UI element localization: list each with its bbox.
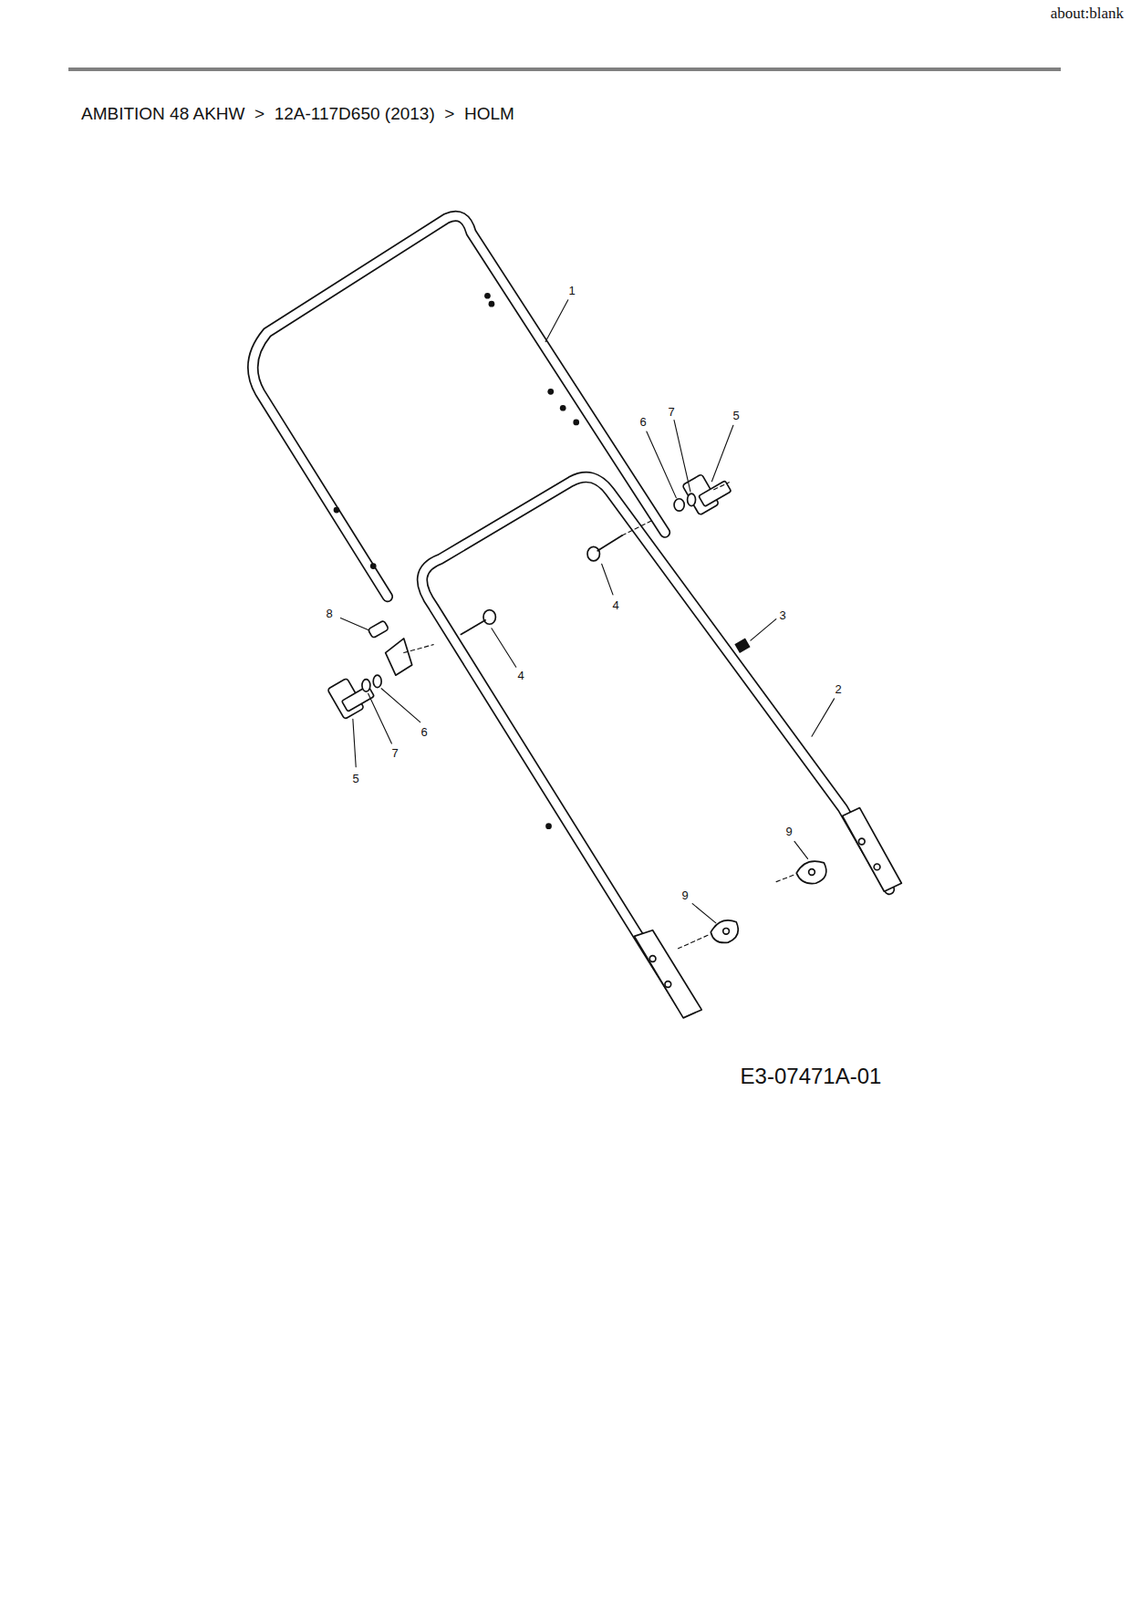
callout-number: 3 [778,609,786,622]
callout-number: 5 [732,409,739,422]
header-rule [68,67,1061,72]
page-url: about:blank [1050,5,1124,21]
breadcrumb-title: AMBITION 48 AKHW > 12A-117D650 (2013) > … [81,103,515,125]
callout-number: 5 [352,772,359,785]
callout-number: 8 [325,607,333,620]
callout-number: 9 [785,825,792,838]
callout-number: 4 [517,669,524,682]
callout-number: 2 [834,683,841,696]
callout-number: 7 [667,405,675,418]
callout-number: 4 [612,599,619,612]
callout-number: 6 [420,726,427,738]
callout-number: 7 [391,747,398,759]
callout-number: 1 [568,284,575,297]
callout-number: 9 [681,889,688,902]
drawing-code: E3-07471A-01 [740,1065,882,1088]
callout-number: 6 [639,415,646,428]
